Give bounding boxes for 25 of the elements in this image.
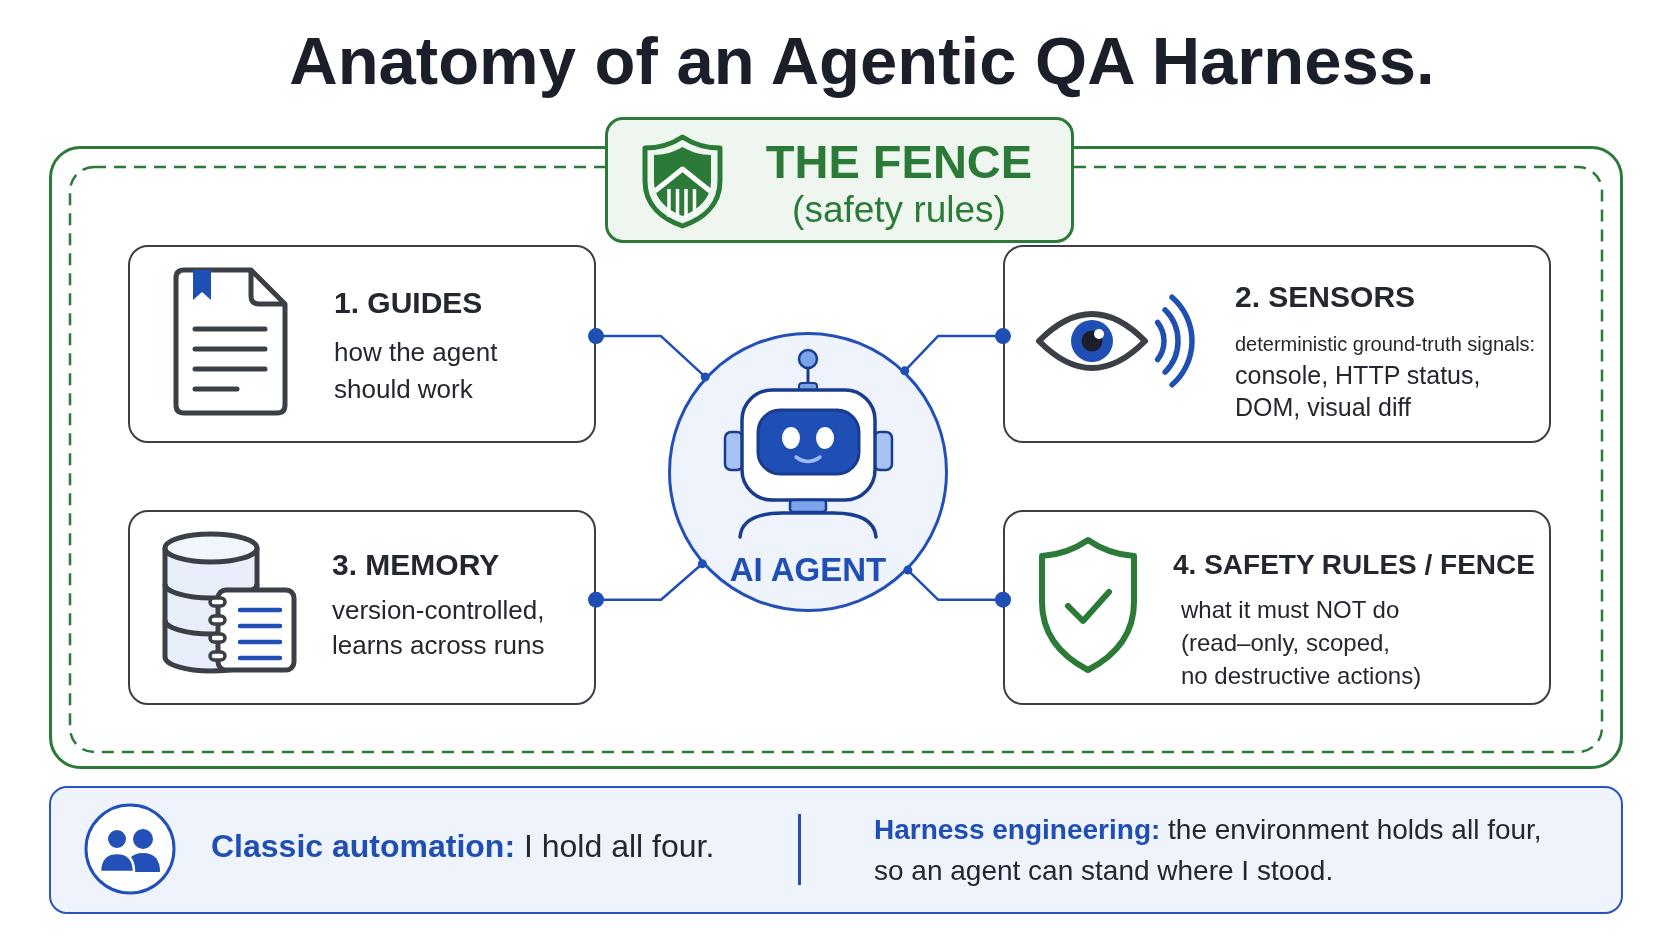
banner-text: Harness engineering: the environment holds all four, so an agent can stand where I stood. <box>874 813 1543 888</box>
card-heading: 3. MEMORY <box>332 547 501 583</box>
connector-line <box>588 328 710 382</box>
fence-frame <box>49 117 1623 769</box>
info-card <box>1003 510 1551 705</box>
title: Anatomy of an Agentic QA Harness. <box>288 22 1436 100</box>
card-heading: 4. SAFETY RULES / FENCE <box>1173 548 1536 582</box>
card-heading: 2. SENSORS <box>1235 279 1417 315</box>
card-description: what it must NOT do (read–only, scoped, no destructive actions) <box>1181 595 1423 691</box>
agent-label: AI AGENT <box>728 550 888 590</box>
summary-banner <box>49 786 1623 914</box>
info-card <box>1003 245 1551 443</box>
fence-subheading: (safety rules) <box>791 189 1007 231</box>
info-card <box>128 510 596 705</box>
connector-line <box>900 328 1011 376</box>
card-heading: 1. GUIDES <box>334 285 484 321</box>
banner-text: Classic automation: I hold all four. <box>211 827 716 866</box>
connector-line <box>903 565 1011 608</box>
card-description: console, HTTP status, DOM, visual diff <box>1235 360 1482 423</box>
info-card <box>128 245 596 443</box>
card-description: deterministic ground-truth signals: <box>1235 332 1537 357</box>
card-description: how the agent should work <box>334 336 499 406</box>
fence-heading: THE FENCE <box>764 134 1034 190</box>
card-description: version-controlled, learns across runs <box>332 594 546 662</box>
connector-line <box>588 559 707 608</box>
